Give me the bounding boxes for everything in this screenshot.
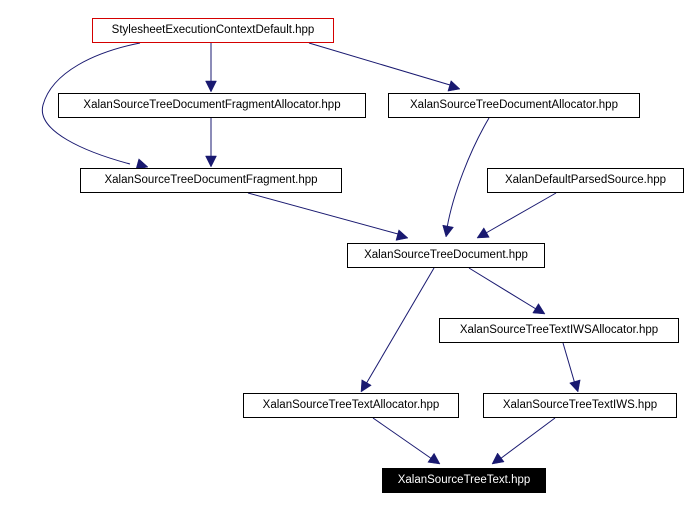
graph-node-label: StylesheetExecutionContextDefault.hpp [111,23,315,36]
graph-edge-xalan-source-tree-text-iws-allocator-to-xalan-source-tree-text-iws [562,342,576,385]
graph-node-label: XalanSourceTreeTextIWS.hpp [502,398,658,411]
graph-arrowhead-xalan-source-tree-text [427,452,441,465]
graph-node-label: XalanSourceTreeDocumentAllocator.hpp [410,98,618,111]
graph-node-stylesheet-execution-context-default[interactable]: StylesheetExecutionContextDefault.hpp [92,18,334,43]
graph-node-label: XalanSourceTreeTextIWSAllocator.hpp [459,323,659,336]
graph-node-label: XalanSourceTreeDocumentFragmentAllocator… [83,98,341,111]
graph-edge-xalan-source-tree-document-fragment-to-xalan-source-tree-document [247,192,399,235]
graph-node-label: XalanSourceTreeTextAllocator.hpp [262,398,440,411]
graph-edge-xalan-source-tree-text-iws-to-xalan-source-tree-text [499,417,556,460]
graph-edge-xalan-source-tree-document-to-xalan-source-tree-text-allocator [365,267,435,385]
graph-node-xalan-source-tree-document[interactable]: XalanSourceTreeDocument.hpp [347,243,545,268]
graph-node-label: XalanDefaultParsedSource.hpp [504,173,667,186]
graph-arrowhead-xalan-source-tree-document-fragment [205,155,217,168]
graph-node-xalan-source-tree-text-iws[interactable]: XalanSourceTreeTextIWS.hpp [483,393,677,418]
graph-node-xalan-default-parsed-source[interactable]: XalanDefaultParsedSource.hpp [487,168,684,193]
graph-arrowhead-xalan-source-tree-text-iws [569,379,581,393]
graph-arrowhead-xalan-source-tree-document [442,224,454,238]
graph-node-xalan-source-tree-document-fragment-allocator[interactable]: XalanSourceTreeDocumentFragmentAllocator… [58,93,366,118]
graph-arrowhead-xalan-source-tree-document [395,229,409,241]
graph-edge-xalan-source-tree-text-allocator-to-xalan-source-tree-text [372,417,433,460]
graph-node-xalan-source-tree-text[interactable]: XalanSourceTreeText.hpp [382,468,546,493]
graph-node-xalan-source-tree-document-fragment[interactable]: XalanSourceTreeDocumentFragment.hpp [80,168,342,193]
graph-edge-xalan-source-tree-document-allocator-to-xalan-source-tree-document [446,117,490,229]
graph-arrowhead-xalan-source-tree-document [476,227,490,239]
graph-edge-xalan-default-parsed-source-to-xalan-source-tree-document [485,192,557,234]
graph-edge-xalan-source-tree-document-to-xalan-source-tree-text-iws-allocator [468,267,537,310]
graph-arrowhead-xalan-source-tree-text [491,452,505,465]
graph-arrowhead-xalan-source-tree-document-fragment-allocator [205,80,217,93]
graph-arrowhead-xalan-source-tree-text-iws-allocator [532,303,546,315]
graph-edge-stylesheet-execution-context-default-to-xalan-source-tree-document-allocator [308,42,451,86]
graph-edges [41,42,576,460]
graph-edge-stylesheet-execution-context-default-to-xalan-source-tree-document-fragment [41,42,141,165]
graph-arrowhead-xalan-source-tree-document-allocator [447,80,461,92]
graph-node-label: XalanSourceTreeDocument.hpp [364,248,528,261]
graph-node-xalan-source-tree-text-iws-allocator[interactable]: XalanSourceTreeTextIWSAllocator.hpp [439,318,679,343]
graph-node-label: XalanSourceTreeDocumentFragment.hpp [104,173,318,186]
graph-node-xalan-source-tree-text-allocator[interactable]: XalanSourceTreeTextAllocator.hpp [243,393,459,418]
graph-node-label: XalanSourceTreeText.hpp [397,473,531,486]
graph-arrowhead-xalan-source-tree-text-allocator [360,379,372,393]
graph-arrowheads [135,80,581,465]
graph-node-xalan-source-tree-document-allocator[interactable]: XalanSourceTreeDocumentAllocator.hpp [388,93,640,118]
